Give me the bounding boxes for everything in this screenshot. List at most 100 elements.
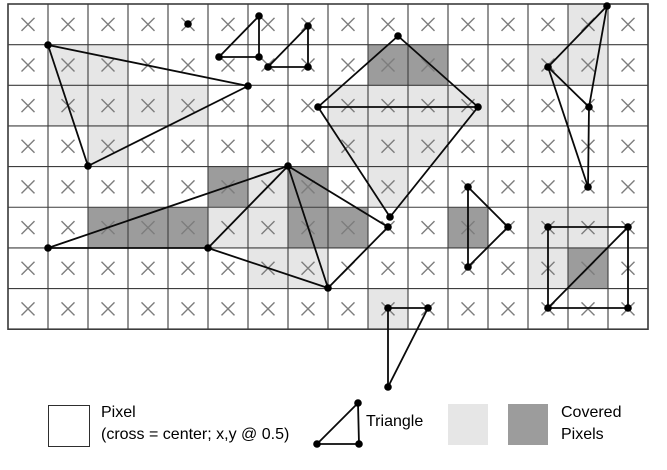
fan-triangles-edge <box>287 165 389 228</box>
pixel-center-cross <box>61 179 75 194</box>
pixel-center-cross <box>101 261 115 276</box>
pixel-center-cross <box>421 220 435 235</box>
fan-triangles-vertex-dot <box>384 223 392 231</box>
right-pointing-triangle-edge <box>467 226 509 268</box>
right-skinny-triangles-edge <box>547 66 590 108</box>
legend-triangle-vertex-dot <box>355 440 363 448</box>
pixel-center-cross <box>461 139 475 154</box>
pixel-center-cross <box>421 17 435 32</box>
square-triangles-vertex-dot <box>544 304 552 312</box>
pixel-center-cross <box>21 261 35 276</box>
pixel-center-cross <box>301 98 315 113</box>
pixel-center-cross <box>181 179 195 194</box>
legend-pixel-box <box>48 405 90 447</box>
pixel-center-cross <box>501 17 515 32</box>
fan-triangles-vertex-dot <box>44 244 52 252</box>
right-skinny-triangles-vertex-dot <box>544 63 552 71</box>
pixel-center-cross <box>381 139 395 154</box>
pixel-center-cross <box>501 98 515 113</box>
square-triangles-vertex-dot <box>624 304 632 312</box>
pixel-center-cross <box>141 220 155 235</box>
pixel-center-cross <box>421 98 435 113</box>
right-skinny-triangles-vertex-dot <box>584 183 592 191</box>
pixel-center-cross <box>421 261 435 276</box>
pixel-center-cross <box>181 301 195 316</box>
pixel-center-cross <box>21 220 35 235</box>
pixel-center-cross <box>341 301 355 316</box>
left-triangle-vertex-dot <box>244 82 252 90</box>
pixel-center-cross <box>501 301 515 316</box>
pixel-center-cross <box>381 57 395 72</box>
pixel-center-cross <box>381 261 395 276</box>
fan-triangles-vertex-dot <box>324 284 332 292</box>
diamond-triangles-vertex-dot <box>314 103 322 111</box>
below-grid-triangle-vertex-dot <box>424 304 432 312</box>
small-triangle-1-edge <box>218 15 260 58</box>
square-triangles-edge <box>547 226 629 309</box>
small-triangle-1-vertex-dot <box>255 12 263 20</box>
right-skinny-triangles-vertex-dot <box>585 103 593 111</box>
diamond-triangles-vertex-dot <box>386 213 394 221</box>
pixel-center-cross <box>421 139 435 154</box>
pixel-center-cross <box>261 98 275 113</box>
left-triangle-edge <box>47 44 249 87</box>
pixel-center-cross <box>301 261 315 276</box>
right-pointing-triangle-edge <box>467 186 509 228</box>
pixel-center-cross <box>461 57 475 72</box>
pixel-center-cross <box>421 179 435 194</box>
grid-border <box>7 3 649 331</box>
pixel-center-cross <box>21 179 35 194</box>
pixel-center-cross <box>141 301 155 316</box>
pixel-center-cross <box>501 57 515 72</box>
small-triangle-1-vertex-dot <box>255 53 263 61</box>
pixel-center-cross <box>541 139 555 154</box>
fan-triangles-edge <box>47 165 289 249</box>
below-grid-triangle-edge <box>387 307 429 388</box>
pixel-center-cross <box>61 17 75 32</box>
legend-covered-label-line1: Covered <box>561 404 622 421</box>
pixel-center-cross <box>261 17 275 32</box>
pixel-center-cross <box>221 57 235 72</box>
pixel-center-cross <box>61 261 75 276</box>
pixel-center-cross <box>501 261 515 276</box>
pixel-center-cross <box>421 57 435 72</box>
pixel-center-cross <box>341 179 355 194</box>
pixel-center-cross <box>541 98 555 113</box>
pixel-center-cross <box>21 17 35 32</box>
pixel-center-cross <box>301 179 315 194</box>
right-pointing-triangle-vertex-dot <box>464 183 472 191</box>
fan-triangles-vertex-dot <box>284 162 292 170</box>
pixel-center-cross <box>621 98 635 113</box>
left-triangle-edge <box>87 85 249 167</box>
pixel-center-cross <box>101 139 115 154</box>
pixel-center-cross <box>621 57 635 72</box>
pixel-center-cross <box>141 17 155 32</box>
pixel-center-cross <box>341 17 355 32</box>
right-pointing-triangle-vertex-dot <box>504 223 512 231</box>
diamond-triangles-edge <box>317 35 399 108</box>
pixel-center-cross <box>181 261 195 276</box>
legend-triangle-vertex-dot <box>354 399 362 407</box>
pixel-center-cross <box>181 98 195 113</box>
pixel-center-cross <box>101 179 115 194</box>
pixel-center-cross <box>221 17 235 32</box>
pixel-center-cross <box>501 139 515 154</box>
right-skinny-triangles-edge <box>587 106 590 188</box>
diamond-triangles-vertex-dot <box>474 103 482 111</box>
left-triangle-vertex-dot <box>84 162 92 170</box>
legend-triangle-label: Triangle <box>366 413 424 430</box>
below-grid-triangle-vertex-dot <box>384 304 392 312</box>
pixel-center-cross <box>61 301 75 316</box>
pixel-center-cross <box>501 179 515 194</box>
square-triangles-vertex-dot <box>624 223 632 231</box>
pixel-center-cross <box>21 98 35 113</box>
pixel-center-cross <box>381 17 395 32</box>
diamond-triangles-vertex-dot <box>394 32 402 40</box>
fan-triangles-edge <box>207 247 329 289</box>
right-pointing-triangle-vertex-dot <box>464 263 472 271</box>
pixel-center-cross <box>341 98 355 113</box>
pixel-center-cross <box>141 139 155 154</box>
legend-pixel-label-line2: (cross = center; x,y @ 0.5) <box>101 426 290 443</box>
